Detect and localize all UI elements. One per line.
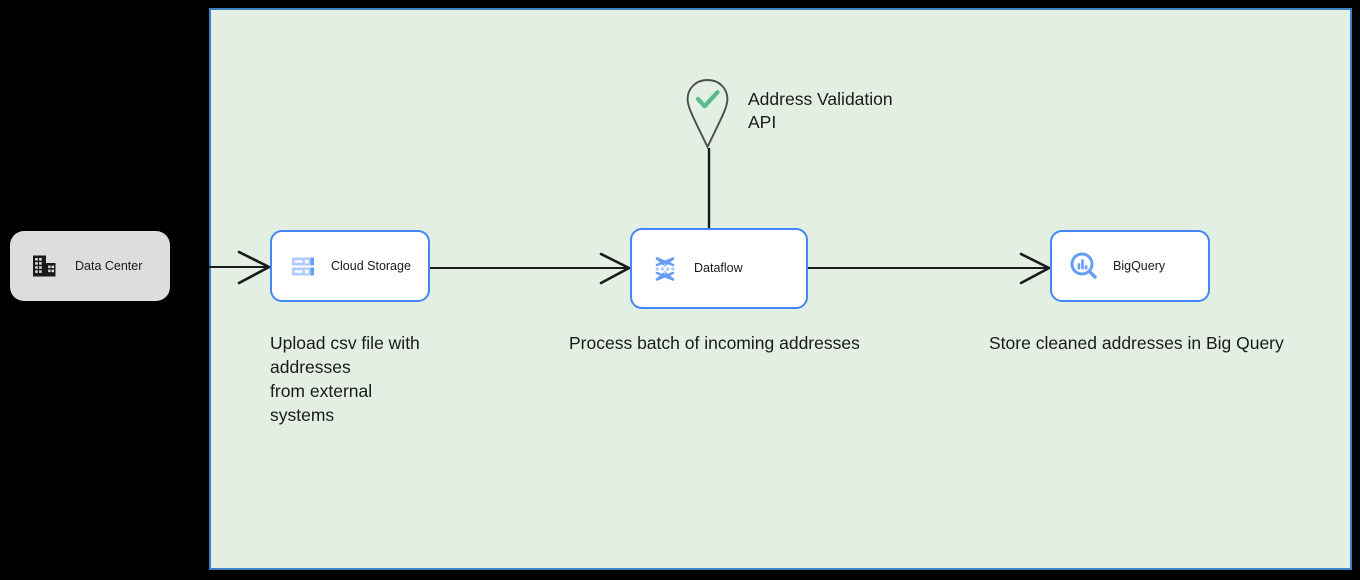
caption-bigquery: Store cleaned addresses in Big Query xyxy=(989,333,1284,353)
node-bigquery[interactable]: BigQuery xyxy=(1050,230,1210,302)
node-datacenter-label: Data Center xyxy=(75,258,143,273)
dataflow-icon xyxy=(650,254,680,284)
building-icon xyxy=(30,252,58,280)
cloud-storage-icon xyxy=(289,252,317,280)
node-datacenter[interactable]: Data Center xyxy=(10,231,170,301)
node-cloud-storage-label: Cloud Storage xyxy=(331,258,411,273)
caption-dataflow: Process batch of incoming addresses xyxy=(569,333,860,353)
bigquery-icon xyxy=(1069,251,1099,281)
caption-cloud-storage: Upload csv file with addresses from exte… xyxy=(270,333,420,425)
node-dataflow-label: Dataflow xyxy=(694,261,743,275)
address-validation-api-marker[interactable] xyxy=(685,78,730,150)
map-pin-check-icon xyxy=(686,79,729,150)
node-cloud-storage[interactable]: Cloud Storage xyxy=(270,230,430,302)
node-dataflow[interactable]: Dataflow xyxy=(630,228,808,309)
address-validation-api-label: Address Validation API xyxy=(748,89,893,132)
node-bigquery-label: BigQuery xyxy=(1113,258,1166,273)
